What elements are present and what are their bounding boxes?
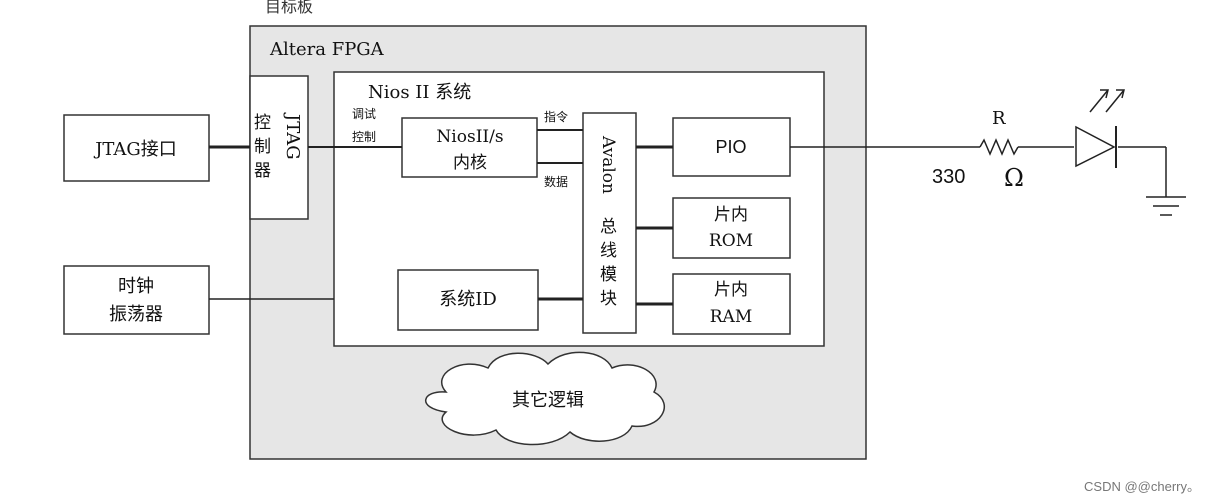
- rom-line-2: ROM: [709, 231, 753, 251]
- led-icon: [1075, 125, 1116, 168]
- oscillator-line-1: 时钟: [118, 276, 154, 297]
- avalon-bus-char-1: 总: [600, 217, 617, 237]
- avalon-bus-char-4: 块: [600, 289, 617, 309]
- jtag-controller-char-1: 控: [254, 113, 271, 133]
- nios-core-line-2: 内核: [453, 153, 487, 173]
- debug-control-line-2: 控制: [352, 130, 376, 144]
- instruction-label: 指令: [544, 109, 568, 124]
- jtag-controller-char-2: 制: [254, 137, 271, 157]
- ground-icon: [1146, 196, 1186, 216]
- watermark: CSDN @@cherry。: [1084, 479, 1200, 494]
- debug-control-line-1: 调试: [352, 106, 376, 121]
- avalon-bus-box: [582, 112, 637, 334]
- other-logic-cloud: [425, 351, 665, 446]
- avalon-bus-char-3: 模: [600, 265, 617, 285]
- resistor-value: 330: [932, 166, 965, 188]
- ram-line-2: RAM: [710, 307, 752, 327]
- resistor-zigzag: [979, 138, 1019, 156]
- pio-label: PIO: [715, 137, 746, 157]
- light-emission-arrows-icon: [1089, 89, 1125, 113]
- resistor-label: R: [992, 108, 1006, 129]
- avalon-bus-char-2: 线: [600, 241, 617, 261]
- other-logic-label: 其它逻辑: [512, 390, 584, 411]
- nios-system-title: Nios II 系统: [368, 82, 471, 103]
- nios-core-line-1: NiosII/s: [436, 127, 503, 147]
- data-label: 数据: [544, 174, 568, 189]
- fpga-title: Altera FPGA: [269, 39, 385, 60]
- jtag-controller-char-3: 器: [254, 161, 271, 181]
- jtag-controller-latin: JTAG: [282, 112, 303, 160]
- system-id-label: 系统ID: [439, 289, 497, 310]
- ram-box: [672, 273, 791, 335]
- jtag-interface-label: JTAG接口: [93, 139, 177, 160]
- connection-lines: [209, 129, 1167, 306]
- jtag-controller-box: [249, 75, 309, 220]
- ram-line-1: 片内: [714, 280, 748, 300]
- oscillator-box: [63, 265, 210, 335]
- oscillator-line-2: 振荡器: [109, 304, 163, 325]
- avalon-bus-latin: Avalon: [598, 135, 618, 194]
- board-label: 目标板: [265, 0, 313, 16]
- rom-line-1: 片内: [714, 205, 748, 225]
- ohm-symbol: Ω: [1004, 164, 1024, 192]
